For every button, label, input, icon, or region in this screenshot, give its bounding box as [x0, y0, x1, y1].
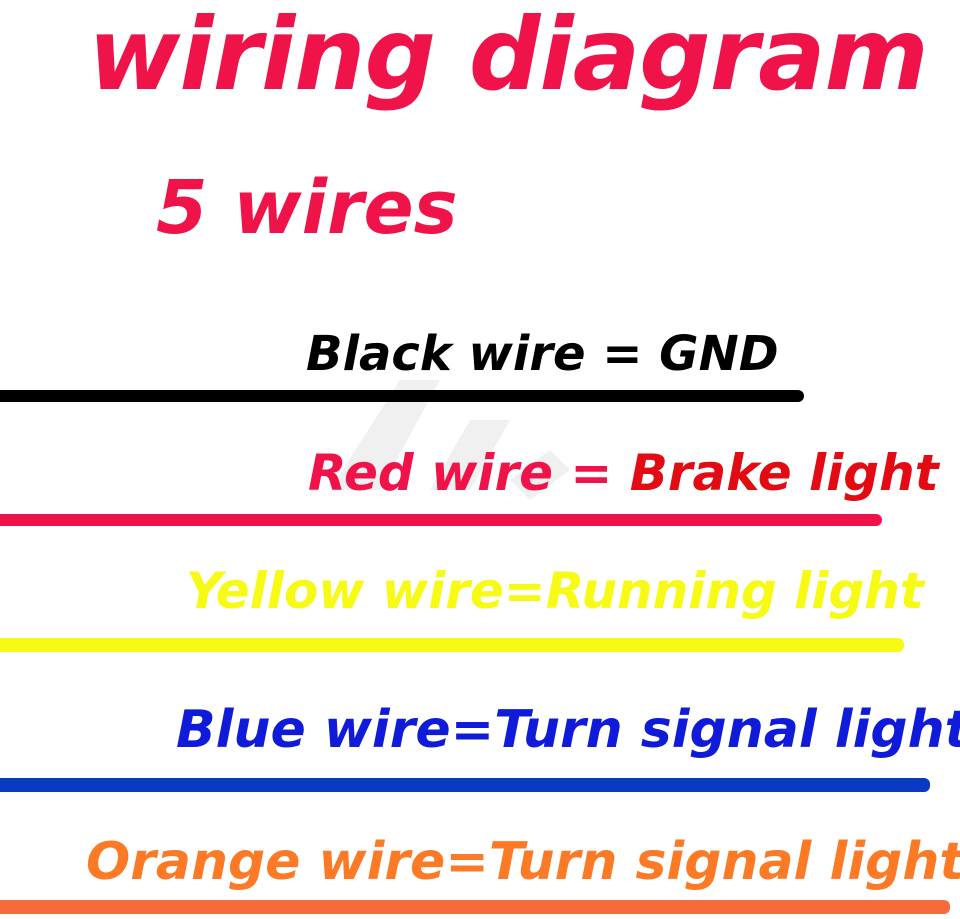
diagram-title: wiring diagram	[88, 0, 929, 113]
yellow-wire-line	[0, 638, 904, 652]
diagram-subtitle: 5 wires	[156, 165, 458, 251]
black-wire-line	[0, 390, 804, 402]
black-wire-label: Black wire = GND	[306, 326, 779, 382]
red-wire-function: Brake light	[629, 444, 939, 502]
blue-wire-line	[0, 778, 930, 792]
red-wire-name: Red wire =	[308, 444, 630, 502]
yellow-wire-label: Yellow wire=Running light	[186, 562, 924, 620]
red-wire-label: Red wire = Brake light	[308, 448, 939, 498]
blue-wire-label: Blue wire=Turn signal light	[176, 700, 960, 760]
orange-wire-label: Orange wire=Turn signal light	[86, 832, 960, 892]
red-wire-line	[0, 514, 882, 526]
watermark-graphic	[330, 380, 570, 500]
orange-wire-line	[0, 900, 950, 914]
